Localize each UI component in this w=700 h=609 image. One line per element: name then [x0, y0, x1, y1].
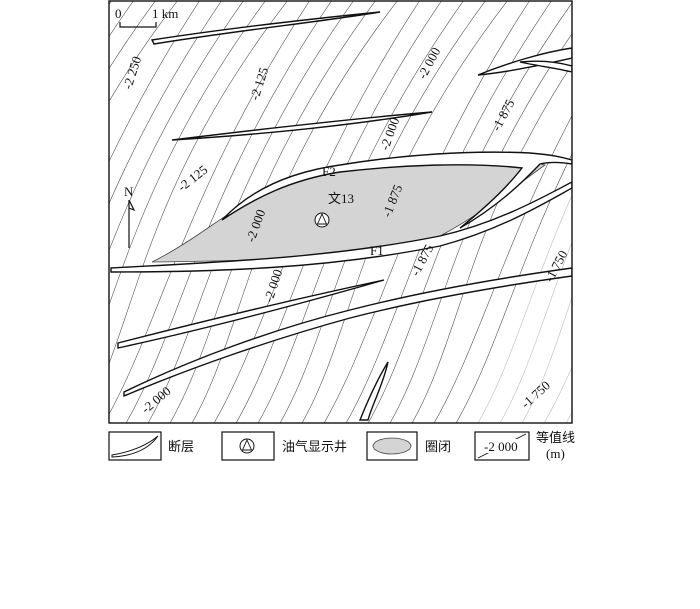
contour-line — [543, 366, 572, 423]
scale-end: 1 km — [152, 6, 178, 21]
fault-lower-1 — [117, 279, 385, 349]
contour-label: -2 125 — [247, 65, 272, 102]
legend-trap-label: 圈闭 — [425, 439, 451, 454]
contour-label: -1 750 — [541, 248, 570, 285]
contour-label: -1 750 — [518, 378, 553, 412]
contour-line — [367, 2, 572, 423]
scale-bar: 0 1 km — [115, 6, 178, 28]
contour-line — [606, 0, 700, 430]
contour-line — [109, 1, 244, 252]
fault-lower-2 — [123, 267, 572, 398]
fault-upper — [171, 111, 433, 141]
contour-line — [109, 1, 178, 102]
legend-contour-label: 等值线 — [536, 430, 575, 445]
contour-label: -2 000 — [414, 45, 443, 82]
contour-line — [345, 1, 552, 423]
contour-line — [584, 0, 700, 430]
scale-start: 0 — [115, 6, 122, 21]
contour-label: -2 125 — [175, 162, 211, 195]
contour-line — [477, 194, 572, 423]
legend-fault-symbol — [111, 435, 159, 458]
contour-label: -2 000 — [377, 115, 403, 152]
legend-contour-unit: (m) — [546, 446, 565, 461]
map-frame — [108, 0, 573, 424]
contour-line — [0, 0, 90, 430]
contour-label: -1 875 — [488, 97, 517, 134]
well-wen13: 文13 — [314, 191, 354, 228]
fault-right-mid — [519, 60, 572, 73]
contour-line — [109, 1, 266, 306]
contour-line — [109, 1, 222, 205]
contour-line — [433, 115, 572, 423]
contour-line — [565, 411, 572, 423]
fault-lower-3 — [358, 361, 389, 421]
legend-contour-sample: -2 000 — [484, 439, 518, 454]
contour-label: -2 250 — [120, 54, 145, 91]
legend-trap-symbol — [372, 437, 412, 455]
north-arrow: N — [124, 184, 136, 248]
legend-well-label: 油气显示井 — [282, 439, 347, 454]
contour-line — [411, 64, 572, 423]
north-label: N — [124, 184, 134, 199]
fault-top-left — [150, 11, 381, 45]
contour-line — [109, 1, 288, 365]
legend-fault-label: 断层 — [168, 439, 194, 454]
well-symbol — [314, 212, 330, 228]
fault-f2 — [221, 151, 572, 229]
contour-label: -2 000 — [261, 267, 286, 304]
contour-line — [499, 241, 572, 423]
contour-line — [521, 296, 572, 423]
fault-lines — [110, 11, 572, 421]
contour-line — [109, 1, 112, 6]
contour-line — [455, 153, 572, 423]
fault-label-f2: F2 — [322, 164, 336, 179]
fault-label-f1: F1 — [370, 243, 384, 258]
contour-line — [389, 33, 572, 423]
legend: 断层 油气显示井 圈闭 -2 000 等值线 (m) — [108, 430, 575, 461]
well-name: 文13 — [328, 191, 354, 206]
contour-line — [109, 1, 200, 163]
contour-line — [109, 1, 134, 38]
legend-well-symbol — [239, 438, 255, 454]
